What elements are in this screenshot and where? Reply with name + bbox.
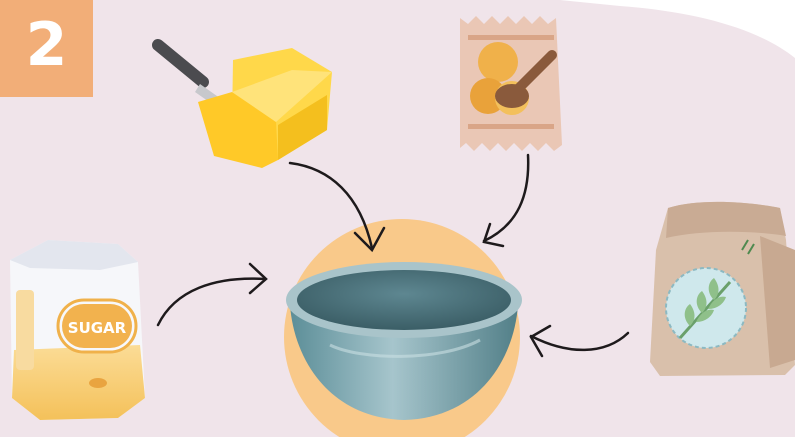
flour-bag-icon — [650, 202, 795, 376]
sugar-bag-icon: SUGAR — [10, 240, 145, 420]
step-number-badge: 2 — [0, 0, 93, 97]
step-number: 2 — [26, 15, 68, 75]
sugar-label: SUGAR — [68, 319, 127, 337]
baking-powder-packet-icon — [460, 16, 562, 151]
